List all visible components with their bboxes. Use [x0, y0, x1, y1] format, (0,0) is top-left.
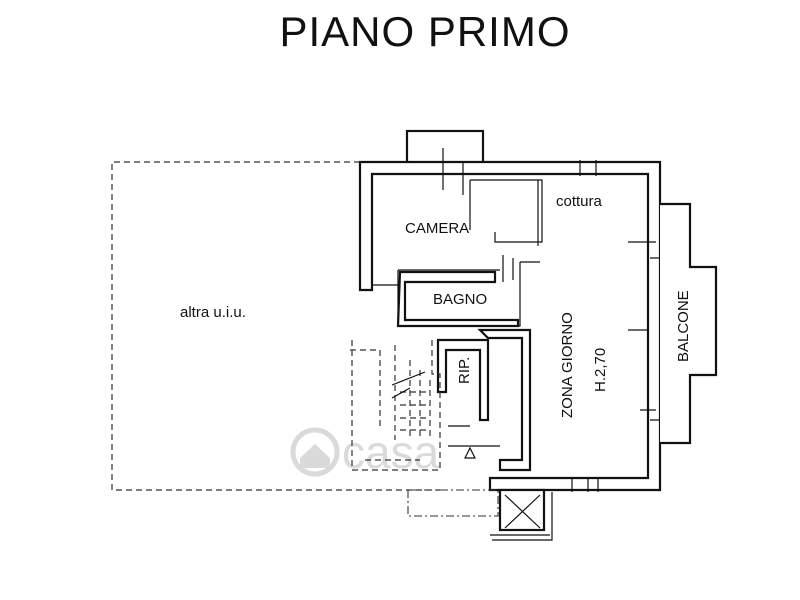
entrance-landing — [407, 425, 553, 541]
altra-uiu-outline — [111, 161, 440, 491]
camera-bagno-partition — [396, 270, 520, 328]
label-rip: RIP. — [456, 357, 473, 384]
label-height: H.2,70 — [592, 348, 609, 392]
central-wall — [477, 328, 532, 472]
label-zona-giorno: ZONA GIORNO — [559, 312, 576, 418]
top-projection — [405, 129, 485, 167]
rip-closet — [436, 338, 490, 422]
label-balcone: BALCONE — [675, 290, 692, 362]
label-altra-uiu: altra u.i.u. — [180, 304, 246, 321]
door-ticks — [442, 148, 656, 411]
window-marks — [571, 257, 660, 492]
plan-title: PIANO PRIMO — [279, 8, 571, 55]
watermark-text: casa — [342, 426, 440, 478]
stairs — [350, 340, 441, 471]
label-bagno: BAGNO — [433, 291, 487, 308]
watermark: casa — [290, 426, 440, 478]
label-cottura: cottura — [556, 193, 603, 210]
label-camera: CAMERA — [405, 220, 469, 237]
balcony-outline — [660, 202, 718, 445]
